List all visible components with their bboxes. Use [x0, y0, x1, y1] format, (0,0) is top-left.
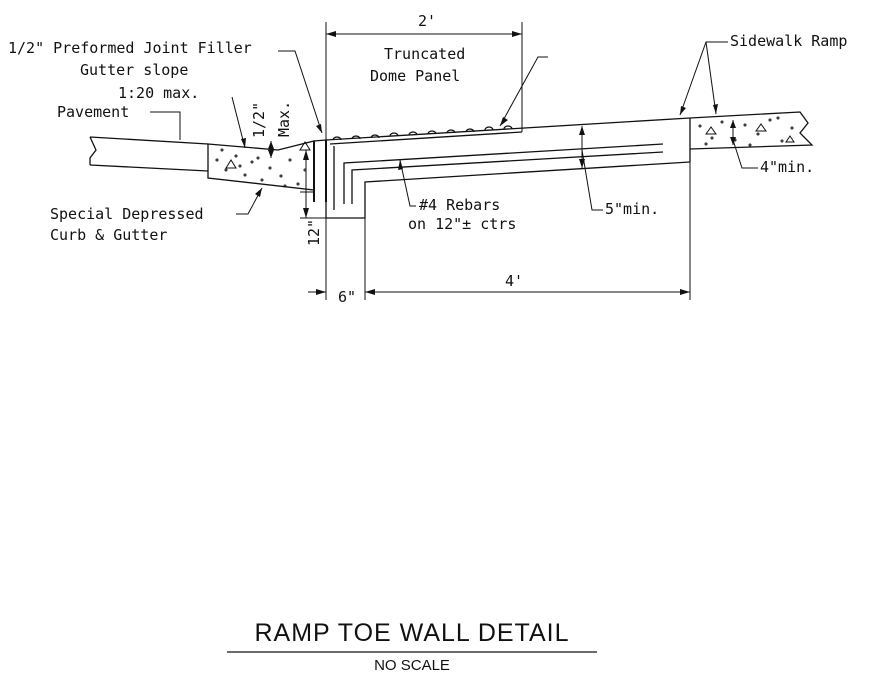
toe-wall-and-ramp-slab: [325, 117, 691, 219]
dimension-2ft: [325, 22, 523, 140]
pavement-slab: [89, 136, 209, 172]
label-truncated-1: Truncated: [384, 45, 465, 63]
rebar: [343, 143, 664, 204]
dimension-12in: [300, 150, 326, 219]
dim-max-label: Max.: [275, 101, 293, 137]
dimension-bottom: [308, 162, 691, 300]
dim-2ft-label: 2': [418, 12, 436, 30]
dimension-5in: [579, 126, 603, 211]
label-5in-min: 5"min.: [605, 200, 659, 218]
label-rebars-2: on 12"± ctrs: [408, 215, 516, 233]
label-pavement: Pavement: [57, 103, 129, 121]
dim-12in-label: 12": [305, 219, 323, 246]
sidewalk-slab: [689, 111, 814, 150]
drawing-title: RAMP TOE WALL DETAIL: [255, 619, 570, 647]
dimension-half-inch: [268, 141, 274, 158]
drawing-subtitle: NO SCALE: [374, 657, 450, 674]
label-gutter-slope: Gutter slope: [80, 61, 188, 79]
label-joint-filler: 1/2" Preformed Joint Filler: [8, 39, 252, 57]
label-4in-min: 4"min.: [760, 158, 814, 176]
label-rebars-1: #4 Rebars: [419, 196, 500, 214]
dimension-4in: [730, 120, 758, 169]
label-truncated-2: Dome Panel: [370, 67, 460, 85]
dim-4ft-label: 4': [505, 272, 523, 290]
joint-filler: [313, 139, 327, 202]
label-special-curb-1: Special Depressed: [50, 205, 204, 223]
label-slope-max: 1:20 max.: [118, 84, 199, 102]
curb-gutter-block: [207, 140, 315, 191]
dim-6in-label: 6": [338, 288, 356, 306]
leader-lines: [150, 41, 728, 215]
label-special-curb-2: Curb & Gutter: [50, 226, 167, 244]
label-sidewalk-ramp: Sidewalk Ramp: [730, 32, 847, 50]
dim-half-inch-label: 1/2": [250, 102, 268, 138]
